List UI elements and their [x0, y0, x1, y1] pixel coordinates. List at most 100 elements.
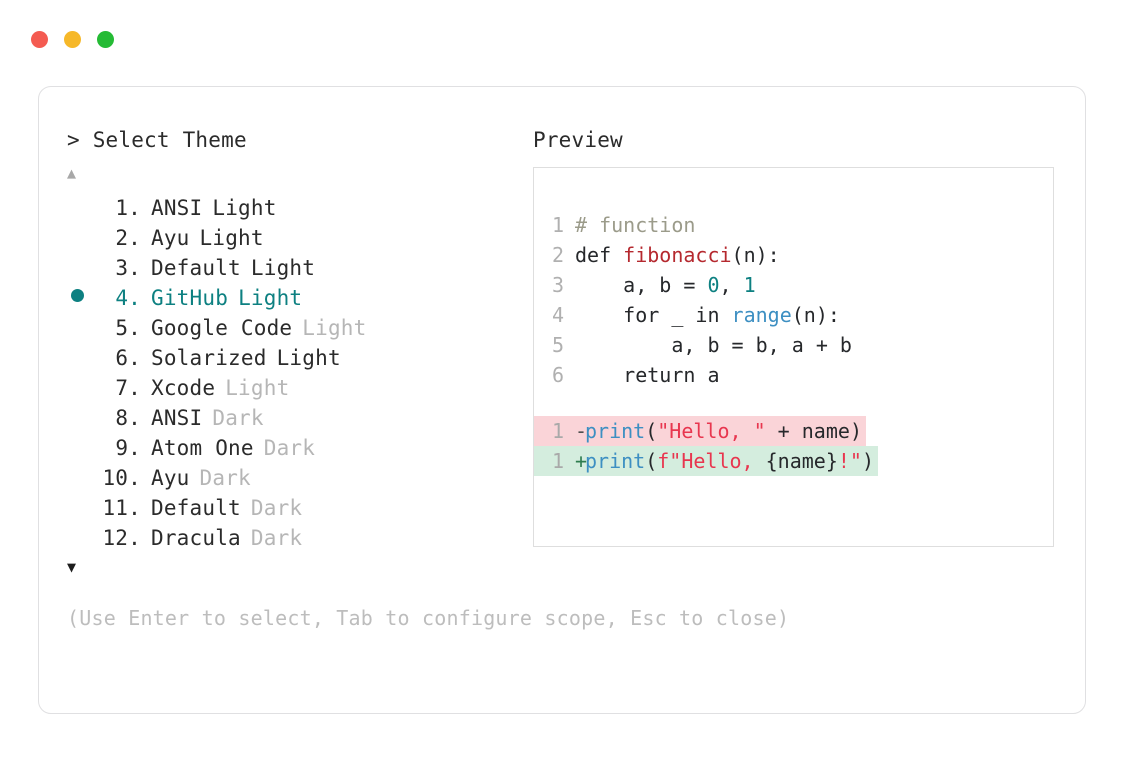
code-line: 4 for _ in range(n): — [534, 300, 1053, 330]
theme-list-item[interactable]: 3. Default Light — [67, 253, 533, 283]
code-token-plain: a, b = — [575, 273, 708, 297]
theme-list-item[interactable]: 6. Solarized Light — [67, 343, 533, 373]
theme-item-index: 8. — [115, 406, 141, 430]
scroll-up-arrow-icon[interactable]: ▲ — [67, 164, 77, 182]
prompt-caret-icon: > — [67, 128, 80, 152]
selected-bullet-icon — [71, 289, 84, 302]
theme-item-variant: Light — [302, 316, 367, 340]
theme-item-index: 11. — [102, 496, 141, 520]
code-line-number: 5 — [551, 333, 564, 357]
diff-removed-line: 1-print("Hello, " + name) — [534, 416, 866, 446]
diff-row: 1-print("Hello, " + name) — [534, 416, 1053, 446]
code-token-plain: + name — [765, 419, 850, 443]
diff-sign: + — [575, 449, 588, 473]
code-token-comment: # function — [575, 213, 696, 237]
window-traffic-lights — [31, 31, 114, 48]
diff-sign: - — [575, 419, 588, 443]
theme-item-name: Xcode — [151, 376, 216, 400]
code-token-plain: return a — [575, 363, 720, 387]
page-title-text — [80, 128, 93, 152]
theme-item-name: Default — [151, 496, 241, 520]
theme-item-variant: Light — [276, 346, 341, 370]
theme-item-name: Dracula — [151, 526, 241, 550]
code-line-source: return a — [575, 360, 720, 390]
code-line-number: 1 — [551, 213, 564, 237]
diff-line-number: 1 — [551, 449, 564, 473]
code-token-str: f"Hello, — [657, 449, 766, 473]
code-token-punct: ( — [645, 419, 658, 443]
theme-item-index: 3. — [115, 256, 141, 280]
code-line-source: def fibonacci(n): — [575, 240, 780, 270]
code-token-num: 1 — [743, 273, 756, 297]
theme-list-item[interactable]: 10. Ayu Dark — [67, 463, 533, 493]
code-token-kw: def — [575, 243, 624, 267]
code-token-plain: a, b = b, a + b — [575, 333, 852, 357]
preview-label: Preview — [533, 128, 623, 152]
theme-item-variant: Light — [199, 226, 264, 250]
code-token-punct: ) — [861, 449, 875, 473]
theme-list-item[interactable]: 12. Dracula Dark — [67, 523, 533, 553]
theme-item-variant: Dark — [212, 406, 264, 430]
footer-hint: (Use Enter to select, Tab to configure s… — [67, 606, 790, 630]
theme-item-index: 6. — [115, 346, 141, 370]
code-line-number: 3 — [551, 273, 564, 297]
theme-item-index: 10. — [102, 466, 141, 490]
code-token-num: 0 — [707, 273, 720, 297]
code-line: 2 def fibonacci(n): — [534, 240, 1053, 270]
minimize-button[interactable] — [64, 31, 81, 48]
code-spacer — [534, 390, 1053, 416]
theme-item-index: 12. — [102, 526, 141, 550]
theme-item-name: Ayu — [151, 226, 190, 250]
theme-item-name: Solarized — [151, 346, 267, 370]
code-token-builtin: print — [585, 419, 646, 443]
theme-item-name: ANSI — [151, 196, 203, 220]
theme-item-variant: Dark — [199, 466, 251, 490]
page-title: > Select Theme — [67, 127, 533, 153]
theme-item-variant: Dark — [250, 496, 303, 520]
diff-line-number: 1 — [551, 419, 564, 443]
theme-item-name: Google Code — [151, 316, 293, 340]
theme-list-item[interactable]: 2. Ayu Light — [67, 223, 533, 253]
close-button[interactable] — [31, 31, 48, 48]
theme-item-index: 7. — [115, 376, 141, 400]
theme-item-name: Default — [151, 256, 241, 280]
maximize-button[interactable] — [97, 31, 114, 48]
code-token-fn: fibonacci — [623, 243, 732, 267]
scroll-down-arrow-icon[interactable]: ▼ — [67, 558, 77, 576]
code-line-source: # function — [575, 210, 695, 240]
theme-item-variant: Light — [238, 286, 303, 310]
theme-item-index: 9. — [115, 436, 141, 460]
code-token-plain: for _ in — [575, 303, 732, 327]
code-token-punct: (n): — [731, 243, 780, 267]
code-line-number: 2 — [551, 243, 564, 267]
theme-item-name: Ayu — [151, 466, 190, 490]
theme-item-variant: Light — [250, 256, 316, 280]
theme-item-index: 1. — [115, 196, 141, 220]
theme-item-variant: Dark — [250, 526, 303, 550]
theme-list-item[interactable]: 11. Default Dark — [67, 493, 533, 523]
diff-line-source: print(f"Hello, {name}!") — [585, 446, 874, 476]
code-token-str: !" — [837, 449, 862, 473]
theme-item-index: 2. — [115, 226, 141, 250]
code-line: 1 # function — [534, 210, 1053, 240]
code-token-plain: , — [719, 273, 744, 297]
code-line: 5 a, b = b, a + b — [534, 330, 1053, 360]
code-token-punct: (n): — [791, 303, 840, 327]
code-line-source: for _ in range(n): — [575, 300, 840, 330]
code-token-str: "Hello, " — [657, 419, 766, 443]
diff-added-line: 1 +print(f"Hello, {name}!") — [534, 446, 879, 476]
code-token-plain: {name} — [765, 449, 838, 473]
theme-item-name: GitHub — [151, 286, 229, 310]
code-line: 3 a, b = 0, 1 — [534, 270, 1053, 300]
